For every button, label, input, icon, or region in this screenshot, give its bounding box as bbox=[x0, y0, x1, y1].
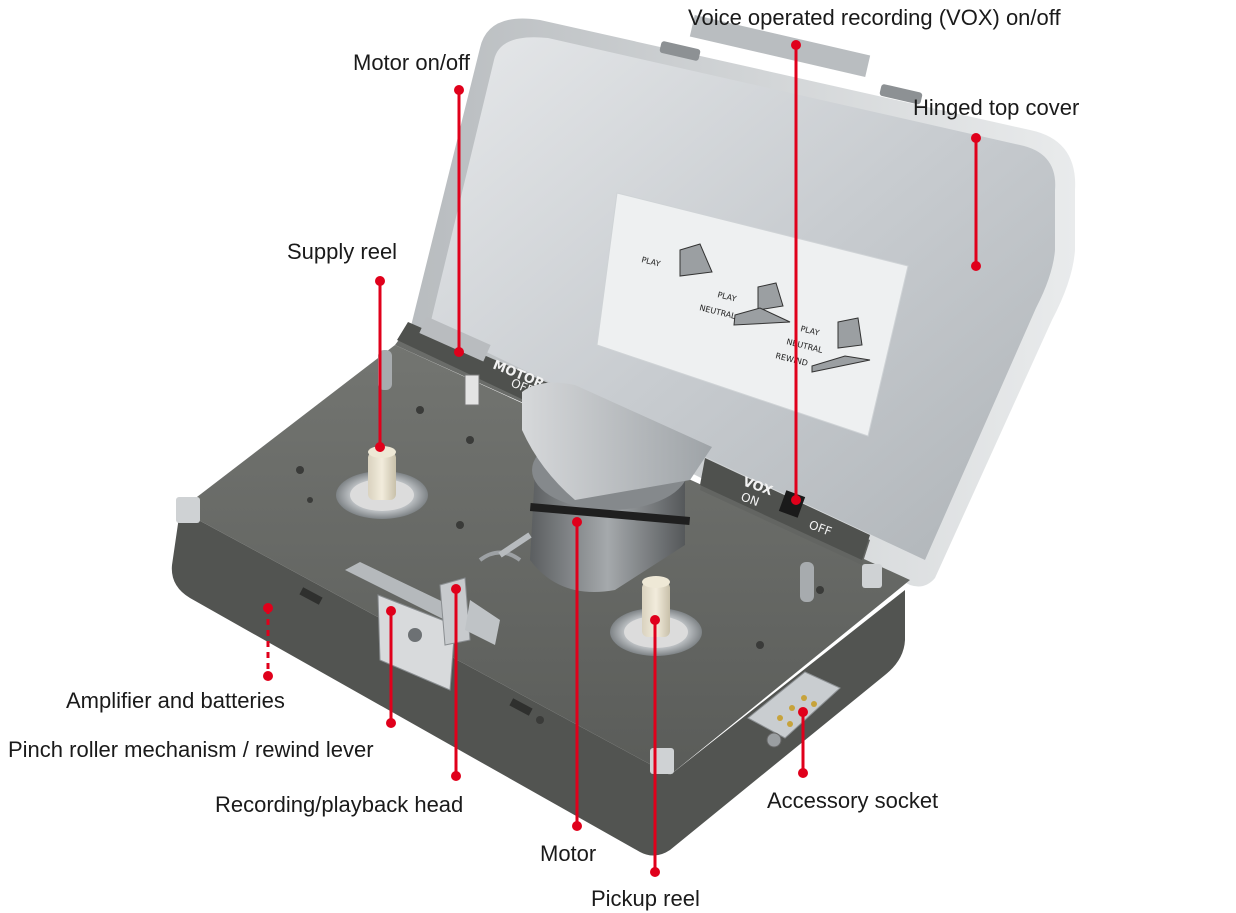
dot-vox bbox=[791, 40, 801, 50]
dot-top-cover bbox=[971, 133, 981, 143]
motor-assembly bbox=[522, 382, 712, 592]
dot-top-cover-end bbox=[971, 261, 981, 271]
motor-switch-slider bbox=[464, 374, 480, 406]
dot-pinch-roller-end bbox=[386, 718, 396, 728]
dot-accessory bbox=[798, 707, 808, 717]
callout-top-cover-label: Hinged top cover bbox=[913, 95, 1080, 120]
dot-pickup-reel bbox=[650, 615, 660, 625]
dot-motor-switch bbox=[454, 85, 464, 95]
callout-accessory-label: Accessory socket bbox=[767, 788, 939, 813]
dot-supply-reel bbox=[375, 276, 385, 286]
accessory-socket-connector bbox=[747, 671, 841, 748]
callout-supply-reel-label: Supply reel bbox=[287, 239, 398, 264]
dot-head bbox=[451, 584, 461, 594]
callout-motor-switch-label: Motor on/off bbox=[353, 50, 470, 75]
dot-head-end bbox=[451, 771, 461, 781]
dot-motor bbox=[572, 517, 582, 527]
callout-amplifier-label: Amplifier and batteries bbox=[66, 688, 285, 713]
callout-pinch-roller-label: Pinch roller mechanism / rewind lever bbox=[8, 737, 374, 762]
dot-pinch-roller bbox=[386, 606, 396, 616]
callout-motor-label: Motor bbox=[540, 841, 597, 866]
dot-amplifier bbox=[263, 603, 273, 613]
dot-motor-end bbox=[572, 821, 582, 831]
callout-head-label: Recording/playback head bbox=[215, 792, 464, 817]
dot-amplifier-end bbox=[263, 671, 273, 681]
dot-accessory-end bbox=[798, 768, 808, 778]
lid-instruction-sticker: PLAY PLAY NEUTRAL PLAY NEUTRAL REWIND bbox=[596, 192, 909, 437]
dot-supply-reel-end bbox=[375, 442, 385, 452]
callout-pickup-reel-label: Pickup reel bbox=[591, 886, 700, 911]
dot-motor-switch-end bbox=[454, 347, 464, 357]
supply-reel bbox=[336, 446, 428, 519]
callout-leaders bbox=[263, 40, 981, 877]
callout-vox-label: Voice operated recording (VOX) on/off bbox=[688, 5, 1061, 30]
dot-vox-end bbox=[791, 495, 801, 505]
dot-pickup-reel-end bbox=[650, 867, 660, 877]
vox-on-label: ON bbox=[739, 490, 761, 509]
